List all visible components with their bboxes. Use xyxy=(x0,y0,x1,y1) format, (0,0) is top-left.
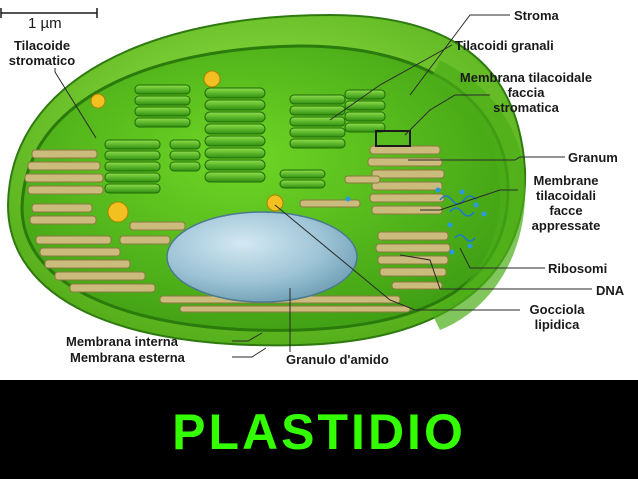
highlight-box xyxy=(375,130,411,147)
plastid-illustration xyxy=(0,8,592,358)
ribosome-dots xyxy=(345,187,487,255)
label-gocciola-line1: Gocciola xyxy=(529,302,585,317)
label-dna: DNA xyxy=(596,283,625,298)
label-tilacoide-stromatico: Tilacoide stromatico xyxy=(0,38,84,68)
title-banner xyxy=(0,380,638,479)
label-membrana-til-line2: faccia xyxy=(507,85,545,100)
scale-bar xyxy=(0,8,98,18)
label-membrane-line3: facce xyxy=(549,203,583,218)
leader-lines xyxy=(54,14,592,358)
starch-granule xyxy=(166,211,358,303)
label-ribosomi: Ribosomi xyxy=(548,261,608,276)
label-membrane-line2: tilacoidali xyxy=(536,188,596,203)
label-gocciola-lipidica: Gocciola lipidica xyxy=(520,302,594,332)
label-membrana-til-line3: stromatica xyxy=(493,100,559,115)
label-granum: Granum xyxy=(568,150,618,165)
label-membrane-line4: appressate xyxy=(531,218,601,233)
plastid-diagram: 1 µm Tilacoide stromatico Stroma Tilacoi… xyxy=(0,8,625,367)
lipid-droplets xyxy=(90,70,284,223)
label-membrana-til-line1: Membrana tilacoidale xyxy=(459,70,593,85)
label-tilacoide-line2: stromatico xyxy=(8,53,76,68)
label-tilacoidi-granali: Tilacoidi granali xyxy=(455,38,554,53)
cut-face xyxy=(430,60,526,330)
label-membrane-line1: Membrane xyxy=(533,173,599,188)
label-membrana-tilacoidale: Membrana tilacoidale faccia stromatica xyxy=(446,70,606,115)
label-membrana-interna: Membrana interna xyxy=(66,334,178,349)
grana-stacks xyxy=(104,84,386,194)
stroma-lamellae xyxy=(24,145,451,313)
label-membrana-esterna: Membrana esterna xyxy=(70,350,185,365)
label-stroma: Stroma xyxy=(514,8,559,23)
label-membrane-tilacoidali: Membrane tilacoidali facce appressate xyxy=(518,173,614,233)
label-granulo-amido: Granulo d'amido xyxy=(286,352,389,367)
scale-bar-label: 1 µm xyxy=(28,15,62,32)
page-title: PLASTIDIO xyxy=(172,404,466,460)
label-tilacoide-line1: Tilacoide xyxy=(13,38,71,53)
label-gocciola-line2: lipidica xyxy=(534,317,580,332)
